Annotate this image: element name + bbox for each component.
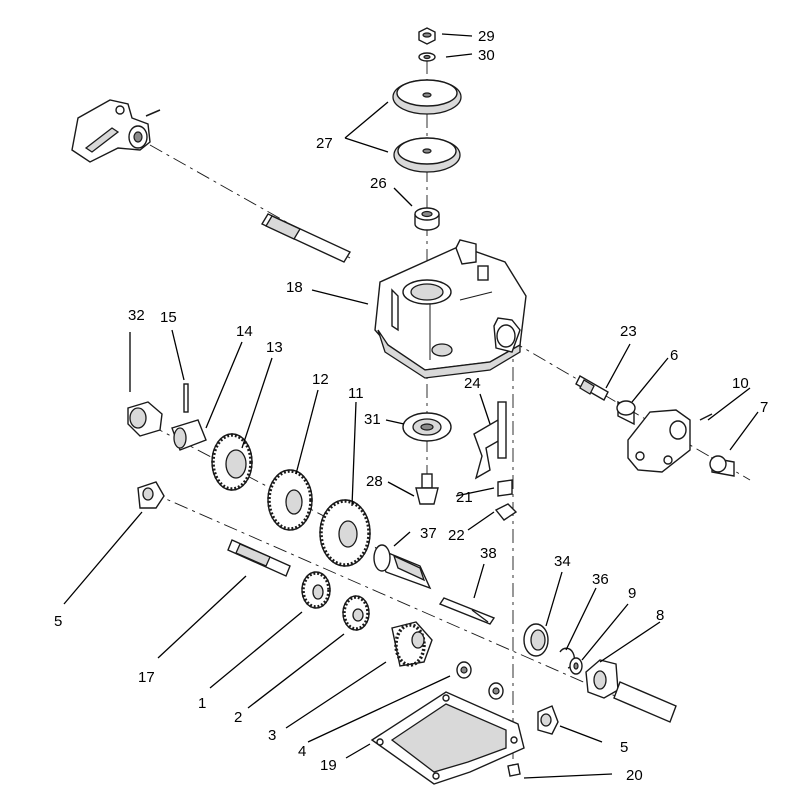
- axle-bracket-upper-left: [71, 99, 161, 163]
- shaft-17: [227, 539, 291, 577]
- callout-19: 19: [320, 757, 337, 774]
- callout-23: 23: [620, 323, 637, 340]
- callout-7: 7: [760, 399, 768, 416]
- bearing-5-left: [137, 481, 165, 509]
- spring-21: [497, 479, 513, 497]
- washer-30: [418, 52, 436, 62]
- washer-4b: [488, 682, 504, 700]
- disc-27-upper: [392, 79, 462, 115]
- bearing-31: [402, 412, 452, 442]
- gear-12: [267, 469, 313, 531]
- callout-21: 21: [456, 489, 473, 506]
- pinion-gear-28: [415, 473, 439, 505]
- callout-11: 11: [348, 385, 364, 402]
- callout-5-right: 5: [620, 739, 628, 756]
- bearing-8: [585, 659, 619, 699]
- bushing-7: [709, 455, 735, 477]
- roll-pin-15: [183, 383, 189, 413]
- callout-28: 28: [366, 473, 383, 490]
- nut-29: [418, 27, 436, 45]
- rod-38: [438, 597, 496, 625]
- gear-11: [319, 499, 371, 567]
- callout-6: 6: [670, 347, 678, 364]
- callout-9: 9: [628, 585, 636, 602]
- callout-29: 29: [478, 28, 495, 45]
- callout-4: 4: [298, 743, 306, 760]
- spacer-6: [616, 400, 636, 426]
- disc-27-lower: [393, 137, 461, 173]
- callout-20: 20: [626, 767, 643, 784]
- gear-2: [342, 595, 370, 631]
- callout-3: 3: [268, 727, 276, 744]
- callout-38: 38: [480, 545, 497, 562]
- washer-9: [569, 657, 583, 675]
- bearing-5-right: [537, 705, 559, 735]
- gear-1: [301, 571, 331, 609]
- drain-plug-20: [507, 763, 521, 777]
- callout-30: 30: [478, 47, 495, 64]
- callout-12: 12: [312, 371, 329, 388]
- callout-37: 37: [420, 525, 437, 542]
- callout-32: 32: [128, 307, 145, 324]
- splined-shaft-37: [373, 544, 432, 590]
- callout-5-left: 5: [54, 613, 62, 630]
- bearing-32: [127, 401, 163, 437]
- callout-22: 22: [448, 527, 465, 544]
- callout-labels: 29 30 27 26 18 32 15 14 13 12 11 31 28 2…: [54, 28, 768, 784]
- callout-24: 24: [464, 375, 481, 392]
- callout-31: 31: [364, 411, 381, 428]
- bevel-gear-3: [391, 621, 433, 667]
- callout-10: 10: [732, 375, 749, 392]
- cover-19: [370, 691, 525, 785]
- axle-shaft-upper: [260, 213, 352, 263]
- collar-14: [171, 419, 207, 451]
- callout-1: 1: [198, 695, 206, 712]
- callout-14: 14: [236, 323, 253, 340]
- callout-15: 15: [160, 309, 177, 326]
- output-shaft: [613, 681, 677, 723]
- callout-8: 8: [656, 607, 664, 624]
- callout-13: 13: [266, 339, 283, 356]
- callout-27: 27: [316, 135, 333, 152]
- leader-lines: [63, 33, 759, 779]
- shift-fork-24: [473, 401, 507, 480]
- callout-36: 36: [592, 571, 609, 588]
- washer-4: [456, 661, 472, 679]
- detent-22: [494, 503, 518, 521]
- callout-2: 2: [234, 709, 242, 726]
- callout-18: 18: [286, 279, 303, 296]
- callout-34: 34: [554, 553, 571, 570]
- seal-34: [523, 623, 549, 657]
- callout-26: 26: [370, 175, 387, 192]
- dowel-pin-23: [575, 375, 609, 401]
- axle-bracket-right: [627, 409, 713, 473]
- gear-13: [211, 433, 253, 491]
- bushing-26: [414, 207, 440, 231]
- callout-17: 17: [138, 669, 155, 686]
- transmission-housing-18: [374, 239, 527, 379]
